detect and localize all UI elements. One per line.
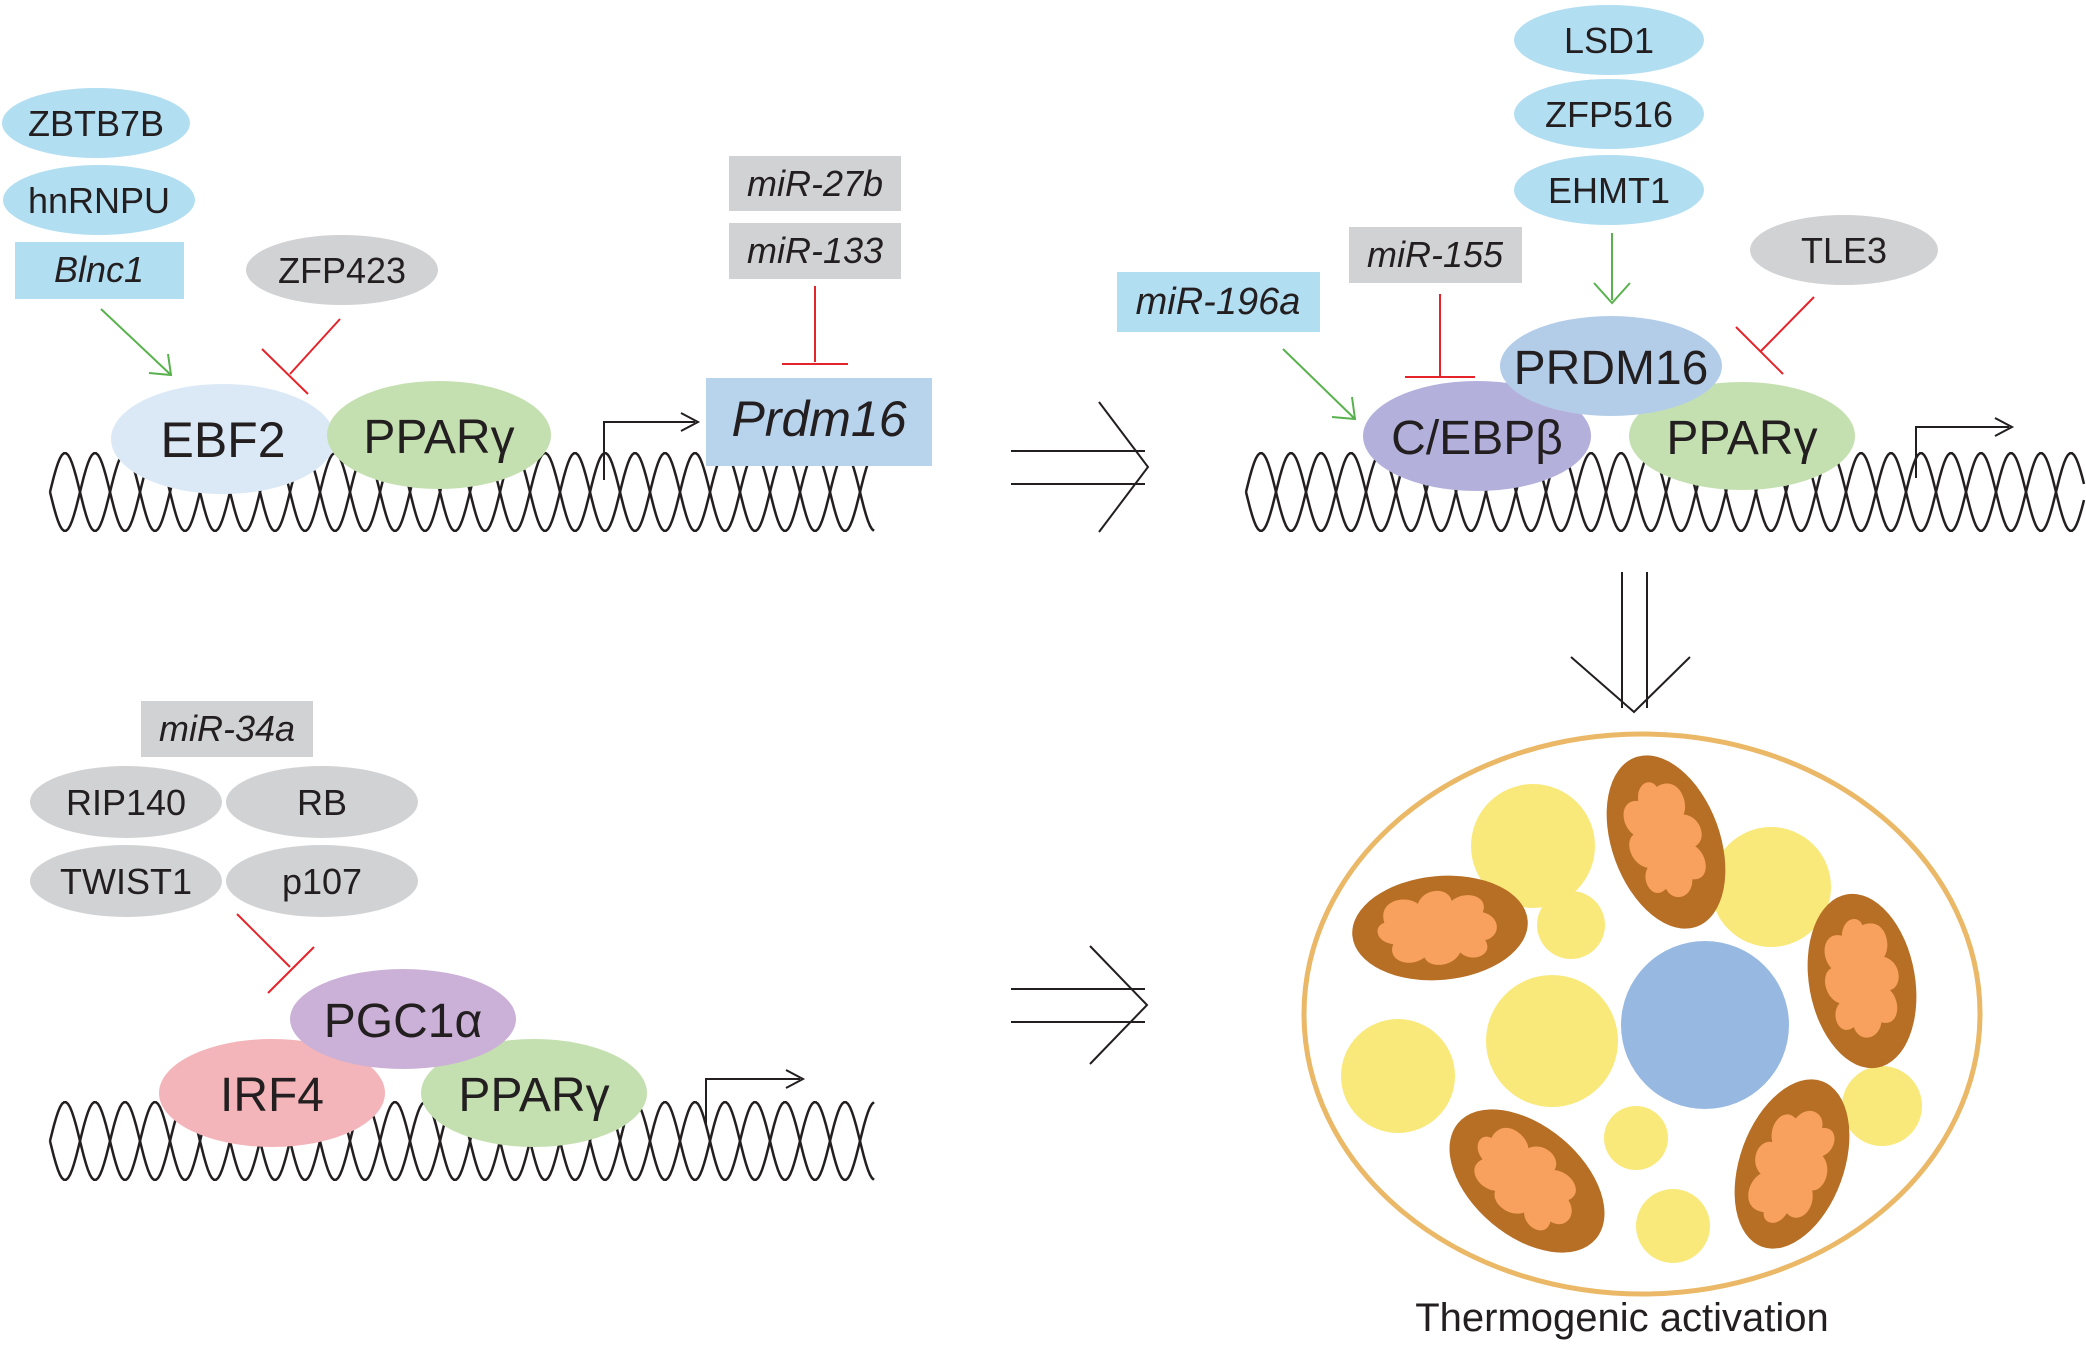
ehmt1-label: EHMT1 — [1548, 170, 1670, 211]
ebf2-label: EBF2 — [160, 412, 285, 468]
lipid-droplet — [1636, 1189, 1710, 1263]
mitochondrion — [1807, 893, 1917, 1069]
ebf2-factor — [111, 384, 335, 494]
mir133-label: miR-133 — [747, 230, 883, 271]
mitochondrion — [1734, 1079, 1850, 1249]
prdm16-protein-label: PRDM16 — [1514, 342, 1709, 395]
mir133-inhibition-arrow — [782, 286, 848, 365]
mir27b-label: miR-27b — [747, 163, 883, 204]
lipid-droplet — [1842, 1066, 1922, 1146]
blnc1-label: Blnc1 — [54, 249, 144, 290]
tle3-label: TLE3 — [1801, 230, 1887, 271]
nucleus — [1621, 941, 1789, 1109]
lipid-droplet — [1711, 827, 1831, 947]
cebpb-label: C/EBPβ — [1391, 412, 1563, 465]
mir196a-label: miR-196a — [1136, 281, 1301, 323]
lsd1-factor — [1514, 5, 1704, 75]
ehmt1-factor — [1514, 155, 1704, 225]
lipid-droplet — [1341, 1019, 1455, 1133]
prdm16-gene-label: Prdm16 — [731, 391, 906, 447]
ppar-gamma-label-3: PPARγ — [458, 1069, 609, 1122]
mir196a-activation-arrow — [1282, 348, 1357, 421]
mitochondrion — [1449, 1109, 1605, 1253]
mir155-inhibition-arrow — [1405, 294, 1475, 378]
ppar-gamma-factor-1 — [327, 381, 551, 489]
zbtb7b-factor — [2, 88, 190, 158]
rb-factor — [226, 766, 418, 838]
hnrnpu-factor — [3, 165, 195, 235]
twist1-label: TWIST1 — [60, 861, 192, 902]
tle3-factor — [1750, 215, 1938, 285]
zfp516-factor — [1514, 79, 1704, 149]
ehmt1-activation-arrow — [1593, 233, 1631, 305]
zbtb7b-label: ZBTB7B — [28, 103, 164, 144]
panel-pgc1a-complex: miR-34a RIP140 RB TWIST1 p107 IRF4 PPARγ… — [30, 701, 875, 1182]
transcription-start-arrow-2 — [1915, 417, 2015, 478]
ppar-gamma-label-1: PPARγ — [363, 411, 514, 464]
pgc1a-label: PGC1α — [324, 995, 482, 1048]
prdm16-gene-box — [706, 378, 932, 466]
p107-label: p107 — [282, 861, 362, 902]
hnrnpu-label: hnRNPU — [28, 180, 170, 221]
mir34a-label: miR-34a — [159, 708, 295, 749]
mir34a-box — [141, 701, 313, 757]
zfp423-inhibition-arrow — [261, 318, 341, 395]
cebpb-factor — [1363, 381, 1591, 491]
thermogenic-activation-caption: Thermogenic activation — [1415, 1296, 1829, 1340]
lipid-droplet — [1486, 975, 1618, 1107]
lipid-droplet — [1537, 891, 1605, 959]
double-arrow-right-1 — [1011, 401, 1150, 533]
zfp516-label: ZFP516 — [1545, 94, 1673, 135]
transcription-start-arrow-1 — [603, 412, 701, 480]
prdm16-protein — [1500, 316, 1722, 416]
lipid-droplet — [1471, 784, 1595, 908]
tle3-inhibition-arrow — [1735, 296, 1815, 375]
mir155-label: miR-155 — [1367, 234, 1504, 275]
ppar-gamma-label-2: PPARγ — [1666, 412, 1817, 465]
pgc1a-factor — [290, 969, 516, 1069]
rip140-factor — [30, 766, 222, 838]
twist1-factor — [30, 845, 222, 917]
blnc1-activation-arrow — [100, 308, 173, 377]
lipid-droplet — [1604, 1106, 1668, 1170]
ppar-gamma-factor-2 — [1629, 382, 1855, 490]
panel-prdm16-complex: LSD1 ZFP516 EHMT1 miR-155 TLE3 miR-196a … — [1117, 5, 2086, 533]
mir155-box — [1349, 227, 1522, 283]
ppar-gamma-factor-3 — [421, 1039, 647, 1147]
irf4-factor — [159, 1039, 385, 1147]
zfp423-factor — [246, 235, 438, 305]
mir196a-box — [1117, 272, 1320, 332]
mir133-box — [729, 223, 901, 279]
repressor-inhibition-arrow — [236, 913, 315, 994]
double-arrow-right-2 — [1011, 945, 1149, 1065]
rip140-label: RIP140 — [66, 782, 186, 823]
zfp423-label: ZFP423 — [278, 250, 406, 291]
p107-factor — [226, 845, 418, 917]
mitochondrion — [1352, 875, 1528, 981]
double-arrow-down — [1570, 572, 1691, 714]
transcription-start-arrow-3 — [705, 1069, 806, 1124]
thermogenic-adipocyte: Thermogenic activation — [1301, 731, 1983, 1340]
mir27b-box — [729, 156, 901, 211]
lsd1-label: LSD1 — [1564, 20, 1654, 61]
irf4-label: IRF4 — [220, 1069, 324, 1122]
blnc1-box — [15, 242, 184, 299]
rb-label: RB — [297, 782, 347, 823]
panel-ebf2-prdm16: Prdm16 EBF2 PPARγ ZBTB7B hnRNPU Blnc1 ZF… — [2, 88, 932, 533]
mitochondrion — [1606, 755, 1726, 929]
